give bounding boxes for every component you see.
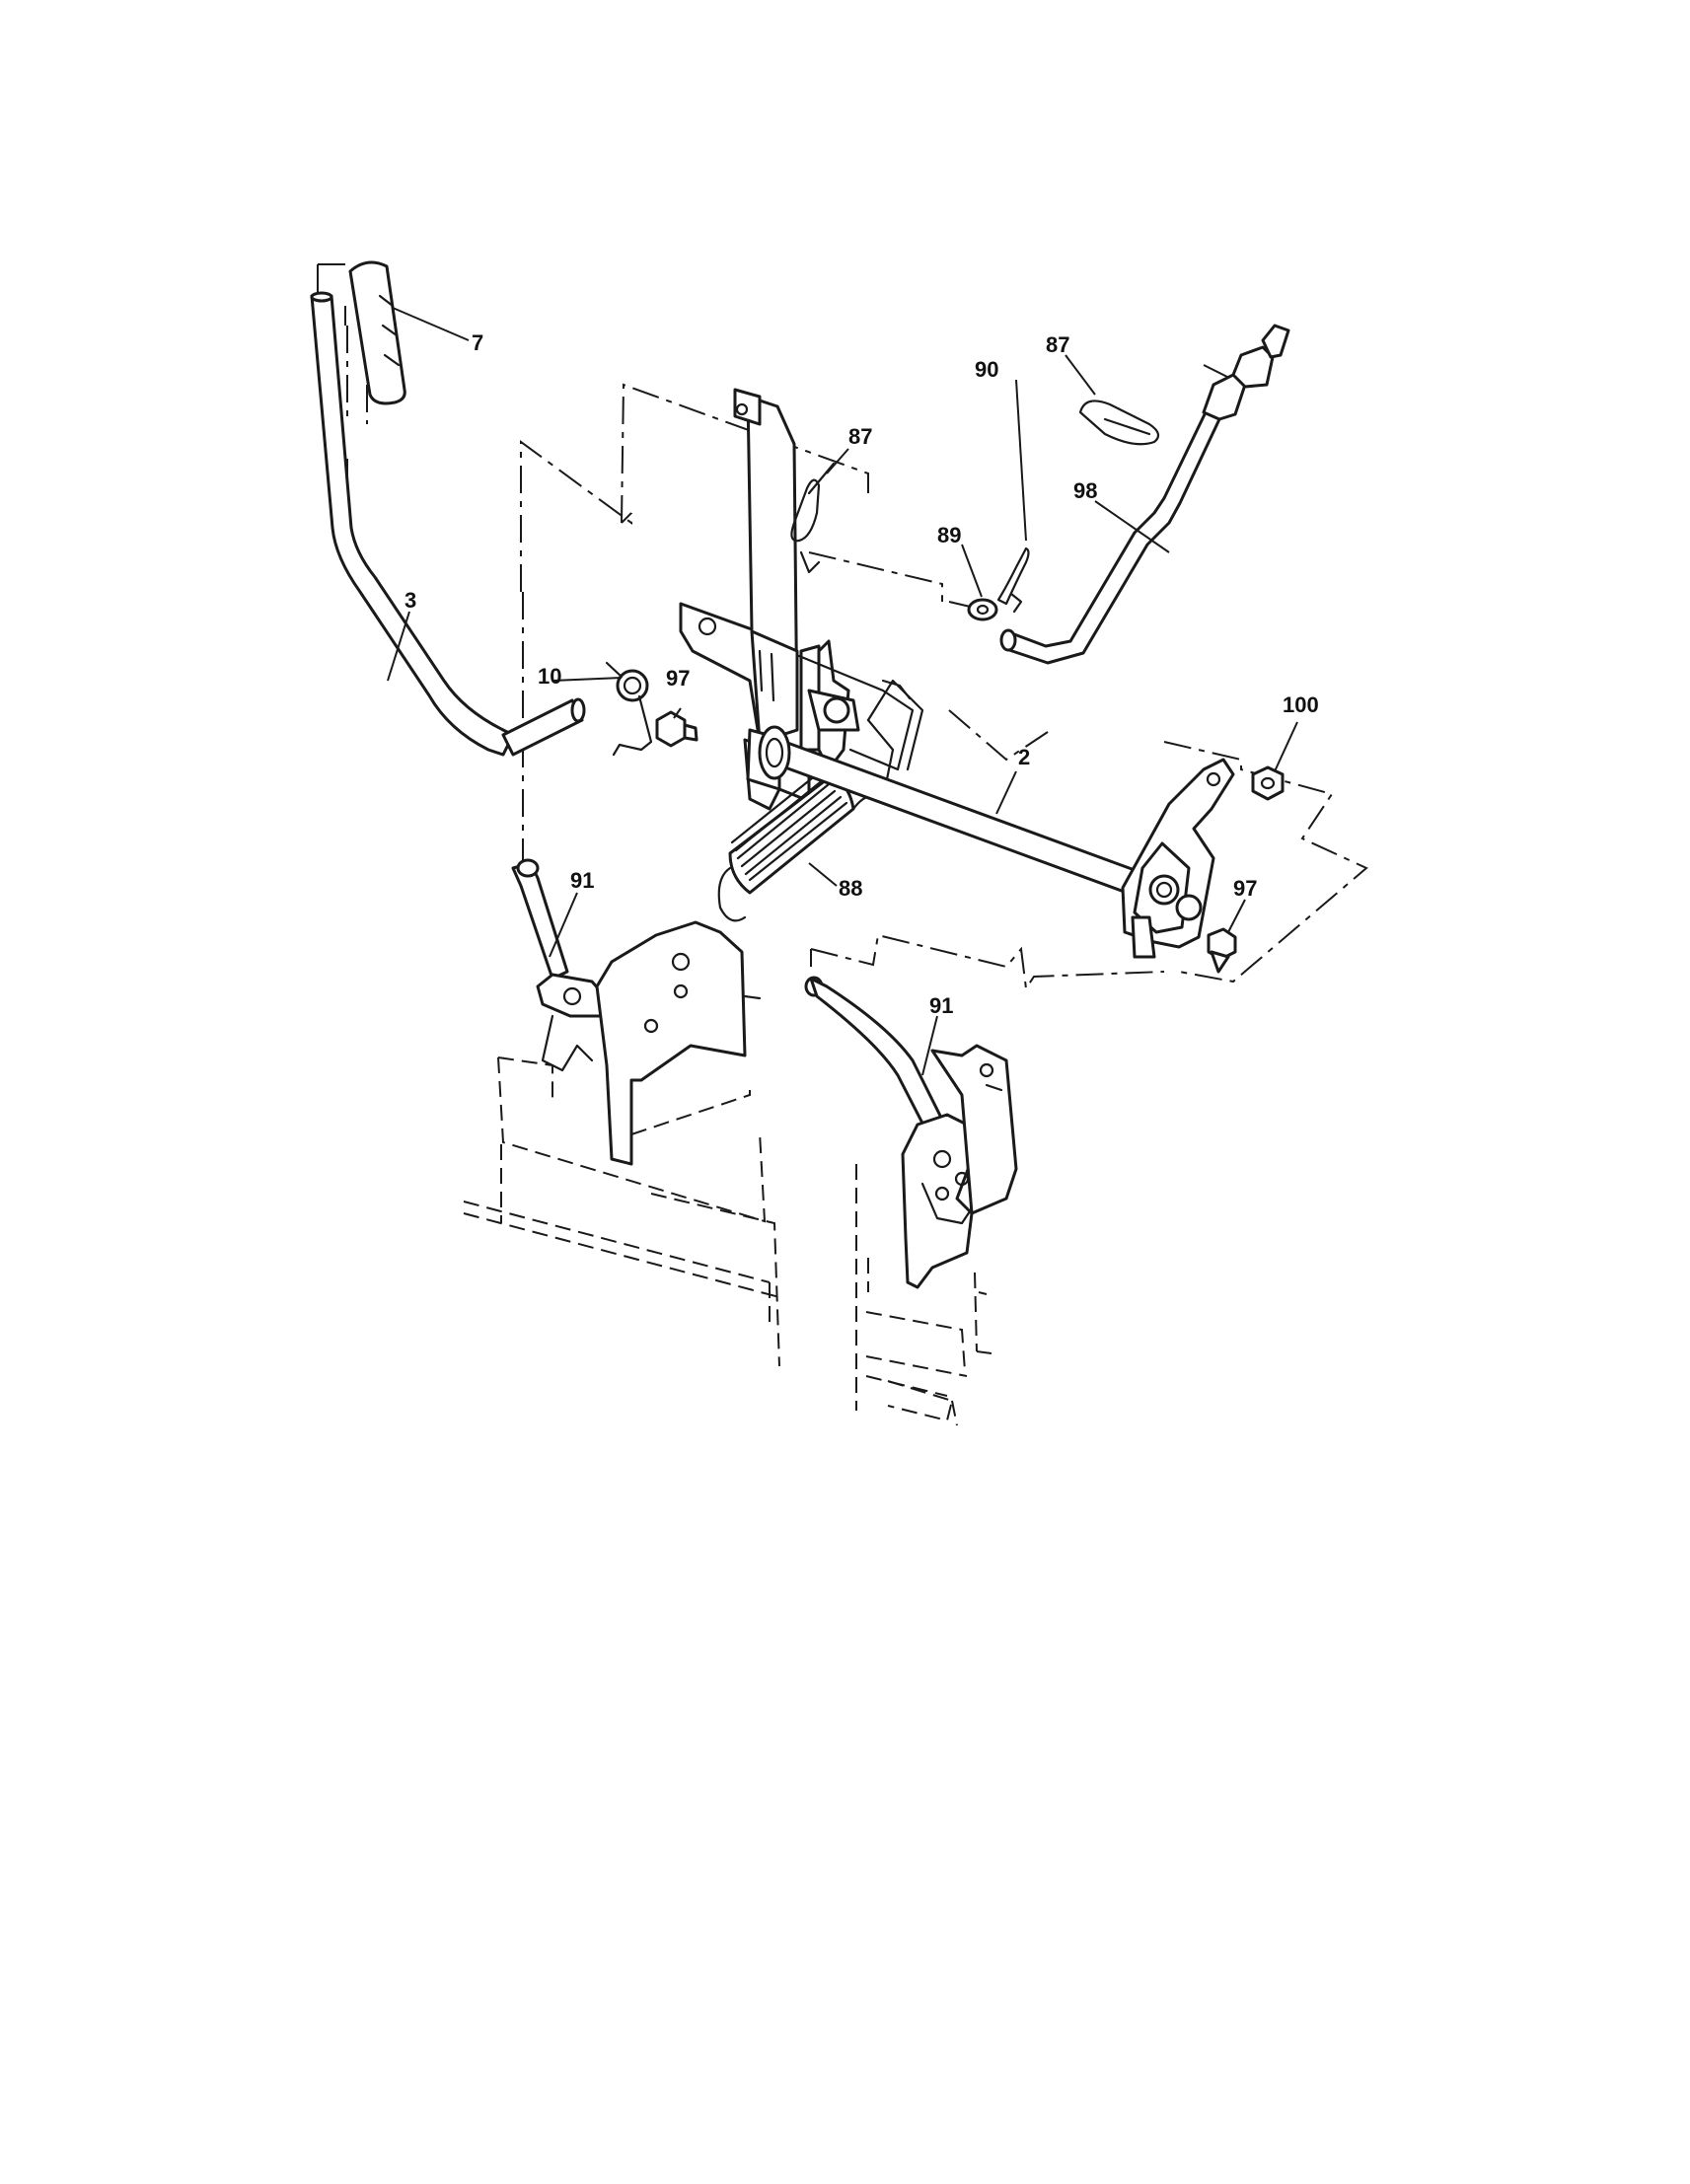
callout-97-upper: 97: [666, 666, 690, 691]
hairpin-clip-87-link: [1078, 400, 1160, 446]
callout-89: 89: [937, 523, 961, 547]
lift-arm-right: [1121, 758, 1235, 959]
nut-100: [1251, 765, 1285, 801]
deck-hanger-left: [595, 920, 762, 1166]
lift-lever: [310, 291, 586, 757]
callout-91-right: 91: [929, 993, 953, 1018]
washer-89: [967, 598, 998, 621]
callout-90: 90: [975, 357, 998, 382]
torsion-spring: [605, 661, 653, 757]
cotter-pin-90: [996, 546, 1030, 614]
callout-98: 98: [1073, 478, 1097, 503]
callout-97-lower: 97: [1233, 876, 1257, 901]
bolt-97-lower: [1207, 927, 1237, 974]
deck-hanger-right: [901, 1044, 1018, 1289]
bolt-97-upper: [655, 710, 698, 748]
callout-91-left: 91: [570, 868, 594, 893]
callout-7: 7: [472, 330, 483, 355]
callout-10: 10: [538, 664, 561, 689]
callout-87-bracket: 87: [848, 424, 872, 449]
bracket-wire: [797, 654, 915, 771]
callout-100: 100: [1283, 692, 1319, 717]
callout-87-link: 87: [1046, 332, 1069, 357]
lift-shaft: [758, 725, 1137, 896]
callout-3: 3: [404, 588, 416, 613]
callouts: 7 87 87 90 98 89 3 10 97 100 2 91 88 97 …: [404, 330, 1319, 1018]
callout-2: 2: [1018, 745, 1030, 769]
leader-lines: [387, 307, 1298, 1076]
hairpin-clip-87-bracket: [790, 462, 836, 574]
callout-88: 88: [839, 876, 862, 901]
handle-grip: [348, 260, 406, 405]
link-rod-98: [999, 324, 1290, 665]
